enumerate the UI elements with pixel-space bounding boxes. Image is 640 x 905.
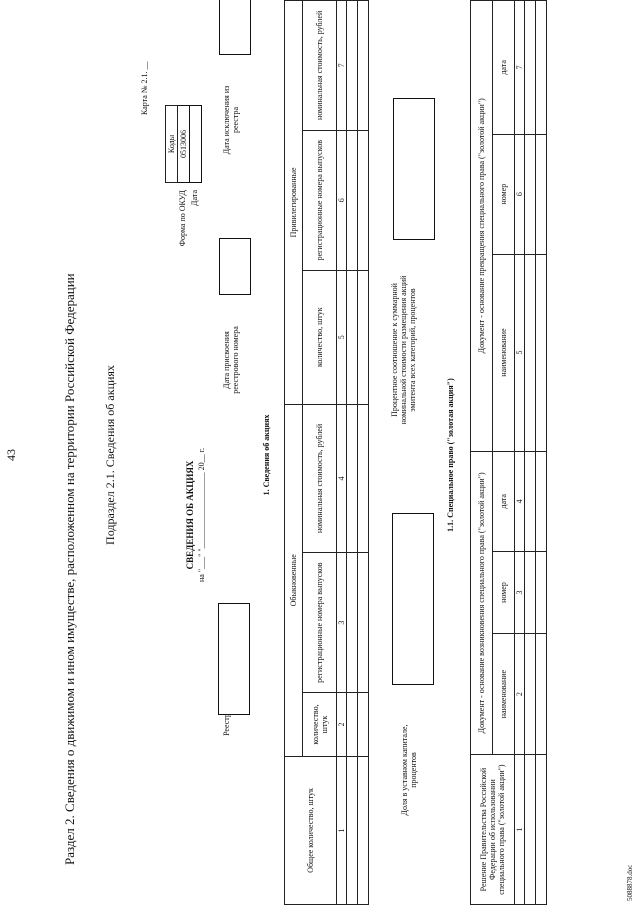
assign-date-label: Дата присвоения реестрового номера: [222, 326, 240, 394]
num-cell: 4: [514, 451, 525, 552]
num-cell: 5: [336, 270, 347, 405]
num-cell: 6: [514, 134, 525, 255]
num-cell: 3: [514, 551, 525, 634]
codes-header: Коды: [165, 105, 178, 183]
data-cell[interactable]: [346, 130, 358, 271]
form-date: на "___" "___________________ 20__ г.: [197, 448, 206, 583]
data-cell[interactable]: [357, 0, 369, 131]
num-cell: 7: [336, 0, 347, 131]
data-cell[interactable]: [524, 633, 536, 755]
num-cell: 3: [336, 552, 347, 693]
col-end-number: номер: [492, 134, 515, 255]
date-value: [189, 105, 202, 183]
data-cell[interactable]: [535, 254, 547, 452]
group-pref: Привилегированные: [284, 0, 303, 405]
data-cell[interactable]: [346, 756, 358, 905]
col-start-date: дата: [492, 451, 515, 552]
date-label: Дата: [190, 190, 199, 206]
num-cell: 1: [336, 756, 347, 905]
data-cell[interactable]: [357, 756, 369, 905]
col-common-qty: количество, штук: [302, 692, 337, 757]
percent-ratio-label: Процентное соотношение к суммарной номин…: [390, 275, 417, 425]
col-end-name: наименование: [492, 254, 515, 452]
table2-title: 1.1. Специальное право ("золотая акция"): [446, 378, 455, 532]
codes-table: Коды 0513006: [165, 105, 202, 183]
data-cell[interactable]: [346, 552, 358, 693]
col-pref-qty: количество, штук: [302, 270, 337, 405]
page-number: 43: [4, 449, 18, 461]
data-cell[interactable]: [346, 692, 358, 757]
num-cell: 2: [514, 633, 525, 755]
data-cell[interactable]: [346, 270, 358, 405]
data-cell[interactable]: [357, 692, 369, 757]
exclude-date-field[interactable]: [219, 0, 251, 55]
group-common: Обыкновенные: [284, 404, 303, 757]
data-cell[interactable]: [535, 134, 547, 255]
num-cell: 1: [514, 754, 525, 905]
num-cell: 4: [336, 404, 347, 553]
subsection-title: Подраздел 2.1. Сведения об акциях: [103, 365, 117, 545]
section-title: Раздел 2. Сведения о движимом и ином иму…: [62, 273, 77, 865]
col-common-nominal: номинальная стоимость, рублей: [302, 404, 337, 553]
form-title: СВЕДЕНИЯ ОБ АКЦИЯХ: [185, 460, 195, 570]
col-pref-nominal: номинальная стоимость, рублей: [302, 0, 337, 131]
data-cell[interactable]: [357, 270, 369, 405]
data-cell[interactable]: [524, 451, 536, 552]
percent-ratio-field[interactable]: [393, 98, 435, 240]
card-number: Карта № 2.1. __: [140, 61, 149, 115]
shares-table: Общее количество, штук Обыкновенные Прив…: [284, 0, 369, 905]
col-decision: Решение Правительства Российской Федерац…: [470, 754, 515, 905]
data-cell[interactable]: [524, 754, 536, 905]
num-cell: 2: [336, 692, 347, 757]
share-capital-field[interactable]: [392, 513, 434, 685]
data-cell[interactable]: [524, 0, 536, 135]
okud-value: 0513006: [177, 105, 190, 183]
data-cell[interactable]: [357, 552, 369, 693]
exclude-date-label: Дата исключения из реестра: [222, 85, 240, 155]
footer-filename: 5088878.doc: [626, 864, 634, 901]
col-start-name: наименование: [492, 633, 515, 755]
col-start-number: номер: [492, 551, 515, 634]
num-cell: 5: [514, 254, 525, 452]
col-common-reg: регистрационные номера выпусков: [302, 552, 337, 693]
data-cell[interactable]: [535, 551, 547, 634]
group-start: Документ - основание возникновения специ…: [470, 451, 493, 755]
col-pref-reg: регистрационные номера выпусков: [302, 130, 337, 271]
data-cell[interactable]: [357, 404, 369, 553]
col-total: Общее количество, штук: [284, 756, 337, 905]
data-cell[interactable]: [535, 0, 547, 135]
data-cell[interactable]: [535, 451, 547, 552]
data-cell[interactable]: [346, 404, 358, 553]
golden-share-table: Решение Правительства Российской Федерац…: [470, 0, 547, 905]
table1-title: 1. Сведения об акциях: [262, 414, 271, 496]
data-cell[interactable]: [346, 0, 358, 131]
num-cell: 7: [514, 0, 525, 135]
col-end-date: дата: [492, 0, 515, 135]
data-cell[interactable]: [524, 134, 536, 255]
data-cell[interactable]: [535, 633, 547, 755]
data-cell[interactable]: [524, 254, 536, 452]
registry-number-field[interactable]: [218, 603, 250, 715]
assign-date-field[interactable]: [219, 238, 251, 295]
okud-label: Форма по ОКУД: [178, 190, 187, 247]
data-cell[interactable]: [357, 130, 369, 271]
share-capital-label: Доля в уставном капитале, процентов: [400, 724, 418, 816]
group-end: Документ - основание прекращения специал…: [470, 0, 493, 452]
data-cell[interactable]: [524, 551, 536, 634]
num-cell: 6: [336, 130, 347, 271]
data-cell[interactable]: [535, 754, 547, 905]
